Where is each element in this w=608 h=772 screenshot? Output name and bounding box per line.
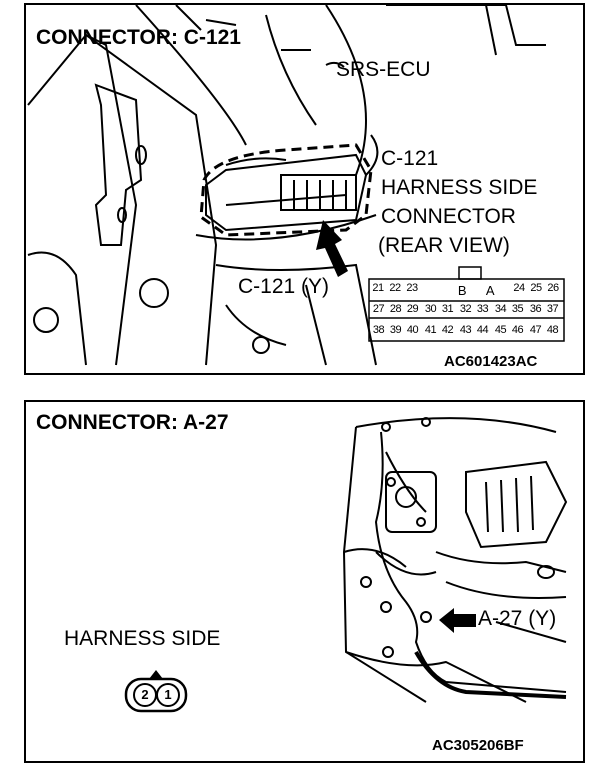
pin-label: 21 — [372, 282, 384, 294]
panel-title: CONNECTOR: C-121 — [36, 26, 241, 49]
pin-label: 29 — [406, 303, 419, 315]
pin-label: 23 — [406, 282, 418, 294]
connector-caption-line-2: HARNESS SIDE — [381, 176, 538, 199]
pin-label: 34 — [494, 303, 507, 315]
figure-code: AC305206BF — [432, 737, 524, 754]
pin-label: 37 — [546, 303, 559, 315]
section-label-a: A — [485, 283, 495, 298]
pin-label: 38 — [372, 324, 385, 336]
connector-pin-2: 2 — [141, 687, 149, 702]
pin-label: 45 — [494, 324, 507, 336]
a27-connector-face — [124, 670, 188, 713]
pin-label: 40 — [406, 324, 419, 336]
connector-pointer-arrow — [439, 608, 476, 633]
pin-label: 33 — [476, 303, 489, 315]
c121-pin-grid — [368, 266, 565, 342]
ecu-highlight-outline — [199, 143, 373, 237]
connector-caption-line-3: CONNECTOR — [381, 205, 516, 228]
pin-label: 48 — [546, 324, 559, 336]
connector-a27-panel: CONNECTOR: A-27 HARNESS SIDE 2 1 A-27 (Y… — [24, 400, 585, 763]
pin-label: 36 — [529, 303, 542, 315]
pin-label: 39 — [389, 324, 402, 336]
connector-caption-line-1: C-121 — [381, 147, 439, 170]
pin-label: 31 — [441, 303, 454, 315]
section-label-b: B — [457, 283, 467, 298]
connector-pointer-arrow — [316, 220, 348, 277]
pin-label: 47 — [529, 324, 542, 336]
figure-code: AC601423AC — [444, 353, 538, 370]
connector-id-label: A-27 (Y) — [478, 607, 557, 630]
pin-label: 32 — [459, 303, 472, 315]
connector-c121-panel: CONNECTOR: C-121 SRS-ECU C-121 HARNESS S… — [24, 3, 585, 375]
harness-side-label: HARNESS SIDE — [64, 627, 221, 650]
pin-label: 35 — [511, 303, 524, 315]
pin-label: 26 — [547, 282, 559, 294]
pin-label: 42 — [441, 324, 454, 336]
pin-label: 41 — [424, 324, 437, 336]
pin-label: 25 — [530, 282, 542, 294]
pin-label: 22 — [389, 282, 401, 294]
srs-ecu-location-illustration — [27, 5, 565, 366]
connector-caption-line-4: (REAR VIEW) — [378, 234, 510, 257]
pin-label: 46 — [511, 324, 524, 336]
panel-title: CONNECTOR: A-27 — [36, 411, 229, 434]
pin-label: 30 — [424, 303, 437, 315]
connector-pin-1: 1 — [164, 687, 172, 702]
pin-label: 24 — [513, 282, 525, 294]
main-harness — [414, 651, 567, 699]
pin-label: 44 — [476, 324, 489, 336]
pin-label: 43 — [459, 324, 472, 336]
srs-ecu-label: SRS-ECU — [336, 58, 431, 81]
engine-bay-illustration — [124, 417, 568, 713]
connector-id-label: C-121 (Y) — [238, 275, 330, 298]
pin-label: 28 — [389, 303, 402, 315]
pin-label: 27 — [372, 303, 385, 315]
